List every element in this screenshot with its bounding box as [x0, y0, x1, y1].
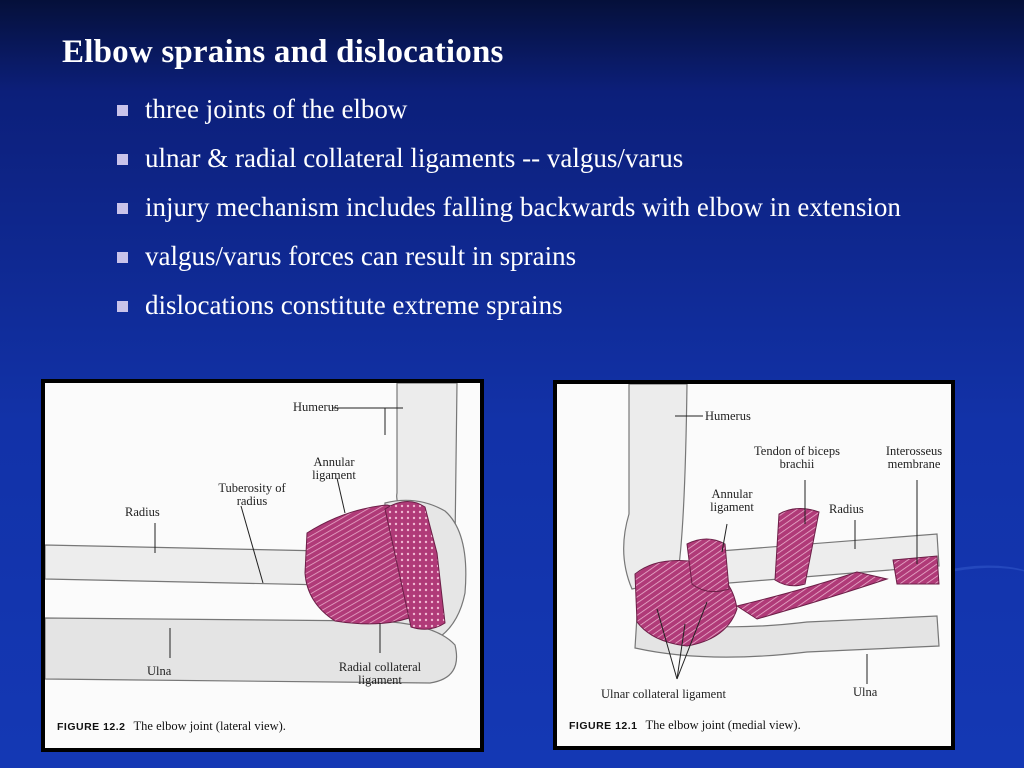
label-ulna: Ulna — [147, 664, 172, 678]
figure-caption: FIGURE 12.1 The elbow joint (medial view)… — [569, 718, 801, 733]
figure-medial-view: Humerus Tendon of biceps brachii Interos… — [553, 380, 955, 750]
label-humerus: Humerus — [293, 400, 339, 414]
bullet-item: valgus/varus forces can result in sprain… — [112, 237, 942, 276]
bullet-list: three joints of the elbow ulnar & radial… — [112, 90, 942, 335]
label-interosseus-membrane: Interosseus membrane — [885, 444, 943, 471]
label-radial-collateral-ligament: Radial collateral ligament — [338, 660, 422, 687]
label-ulnar-collateral-ligament: Ulnar collateral ligament — [601, 687, 726, 701]
label-annular-ligament: Annular ligament — [710, 487, 754, 514]
bullet-text: three joints of the elbow — [145, 94, 408, 124]
slide-title: Elbow sprains and dislocations — [62, 34, 504, 70]
bullet-text: injury mechanism includes falling backwa… — [145, 192, 901, 222]
bullet-item: dislocations constitute extreme sprains — [112, 286, 942, 325]
label-annular-ligament: Annular ligament — [312, 455, 356, 482]
bullet-text: dislocations constitute extreme sprains — [145, 290, 563, 320]
bullet-marker-icon — [117, 105, 128, 116]
bullet-item: three joints of the elbow — [112, 90, 942, 129]
figure-caption-text: The elbow joint (medial view). — [645, 718, 801, 732]
label-tuberosity-of-radius: Tuberosity of radius — [218, 481, 286, 508]
figure-caption-text: The elbow joint (lateral view). — [133, 719, 286, 733]
figure-number: FIGURE 12.2 — [57, 721, 126, 733]
bullet-item: injury mechanism includes falling backwa… — [112, 188, 942, 227]
figure-caption: FIGURE 12.2 The elbow joint (lateral view… — [57, 719, 286, 734]
bullet-marker-icon — [117, 203, 128, 214]
bullet-marker-icon — [117, 301, 128, 312]
bullet-marker-icon — [117, 252, 128, 263]
label-ulna: Ulna — [853, 685, 878, 699]
elbow-lateral-illustration — [45, 383, 480, 748]
bullet-text: ulnar & radial collateral ligaments -- v… — [145, 143, 684, 173]
bullet-marker-icon — [117, 154, 128, 165]
bullet-text: valgus/varus forces can result in sprain… — [145, 241, 577, 271]
label-radius: Radius — [125, 505, 160, 519]
figure-lateral-view: Humerus Annular ligament Tuberosity of r… — [41, 379, 484, 752]
label-tendon-of-biceps-brachii: Tendon of biceps brachii — [754, 444, 840, 471]
elbow-medial-illustration — [557, 384, 951, 746]
bullet-item: ulnar & radial collateral ligaments -- v… — [112, 139, 942, 178]
label-humerus: Humerus — [705, 409, 751, 423]
label-radius: Radius — [829, 502, 864, 516]
figure-number: FIGURE 12.1 — [569, 720, 638, 732]
